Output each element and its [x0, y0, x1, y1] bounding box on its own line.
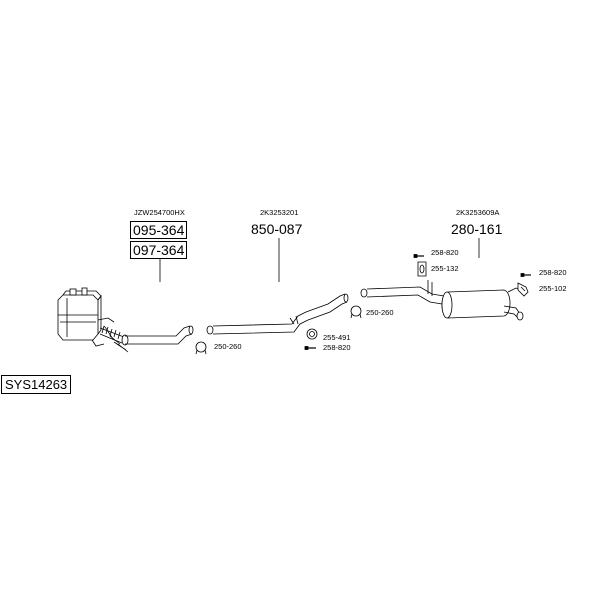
- clamp-middle-icon: [350, 305, 362, 319]
- rubber-mount-icon: [306, 328, 318, 340]
- rear-silencer: [360, 280, 524, 321]
- rubber-hanger-icon: [417, 261, 427, 277]
- tail-bracket-label: 255-102: [539, 284, 567, 293]
- tail-bracket-icon: [517, 282, 529, 297]
- rubber-mount-label: 255-491: [323, 333, 351, 342]
- system-code: SYS14263: [1, 375, 72, 394]
- oem-code-front: JZW254700HX: [134, 208, 185, 217]
- part-number-box-1: 095-364: [130, 221, 188, 239]
- bolt-tail-icon: [520, 273, 531, 277]
- bolt-rear-top-icon: [413, 254, 424, 258]
- clamp-front-icon: [195, 341, 207, 355]
- front-pipe: [125, 325, 194, 345]
- catalytic-converter: [57, 287, 129, 353]
- oem-code-middle: 2K3253201: [260, 208, 299, 217]
- bolt-tail-label: 258-820: [539, 268, 567, 277]
- bolt-mid-icon: [304, 346, 316, 350]
- part-number-middle: 850-087: [251, 221, 303, 237]
- part-number-box-2: 097-364: [130, 241, 188, 259]
- clamp-middle-label: 250-260: [366, 308, 394, 317]
- oem-code-rear: 2K3253609A: [456, 208, 500, 217]
- rubber-hanger-label: 255-132: [431, 264, 459, 273]
- flex-pipe: [99, 325, 129, 346]
- bolt-rear-top-label: 258-820: [431, 248, 459, 257]
- bolt-mid-label: 258-820: [323, 343, 351, 352]
- middle-pipe: [206, 293, 349, 335]
- clamp-front-label: 250-260: [214, 342, 242, 351]
- part-number-rear: 280-161: [451, 221, 503, 237]
